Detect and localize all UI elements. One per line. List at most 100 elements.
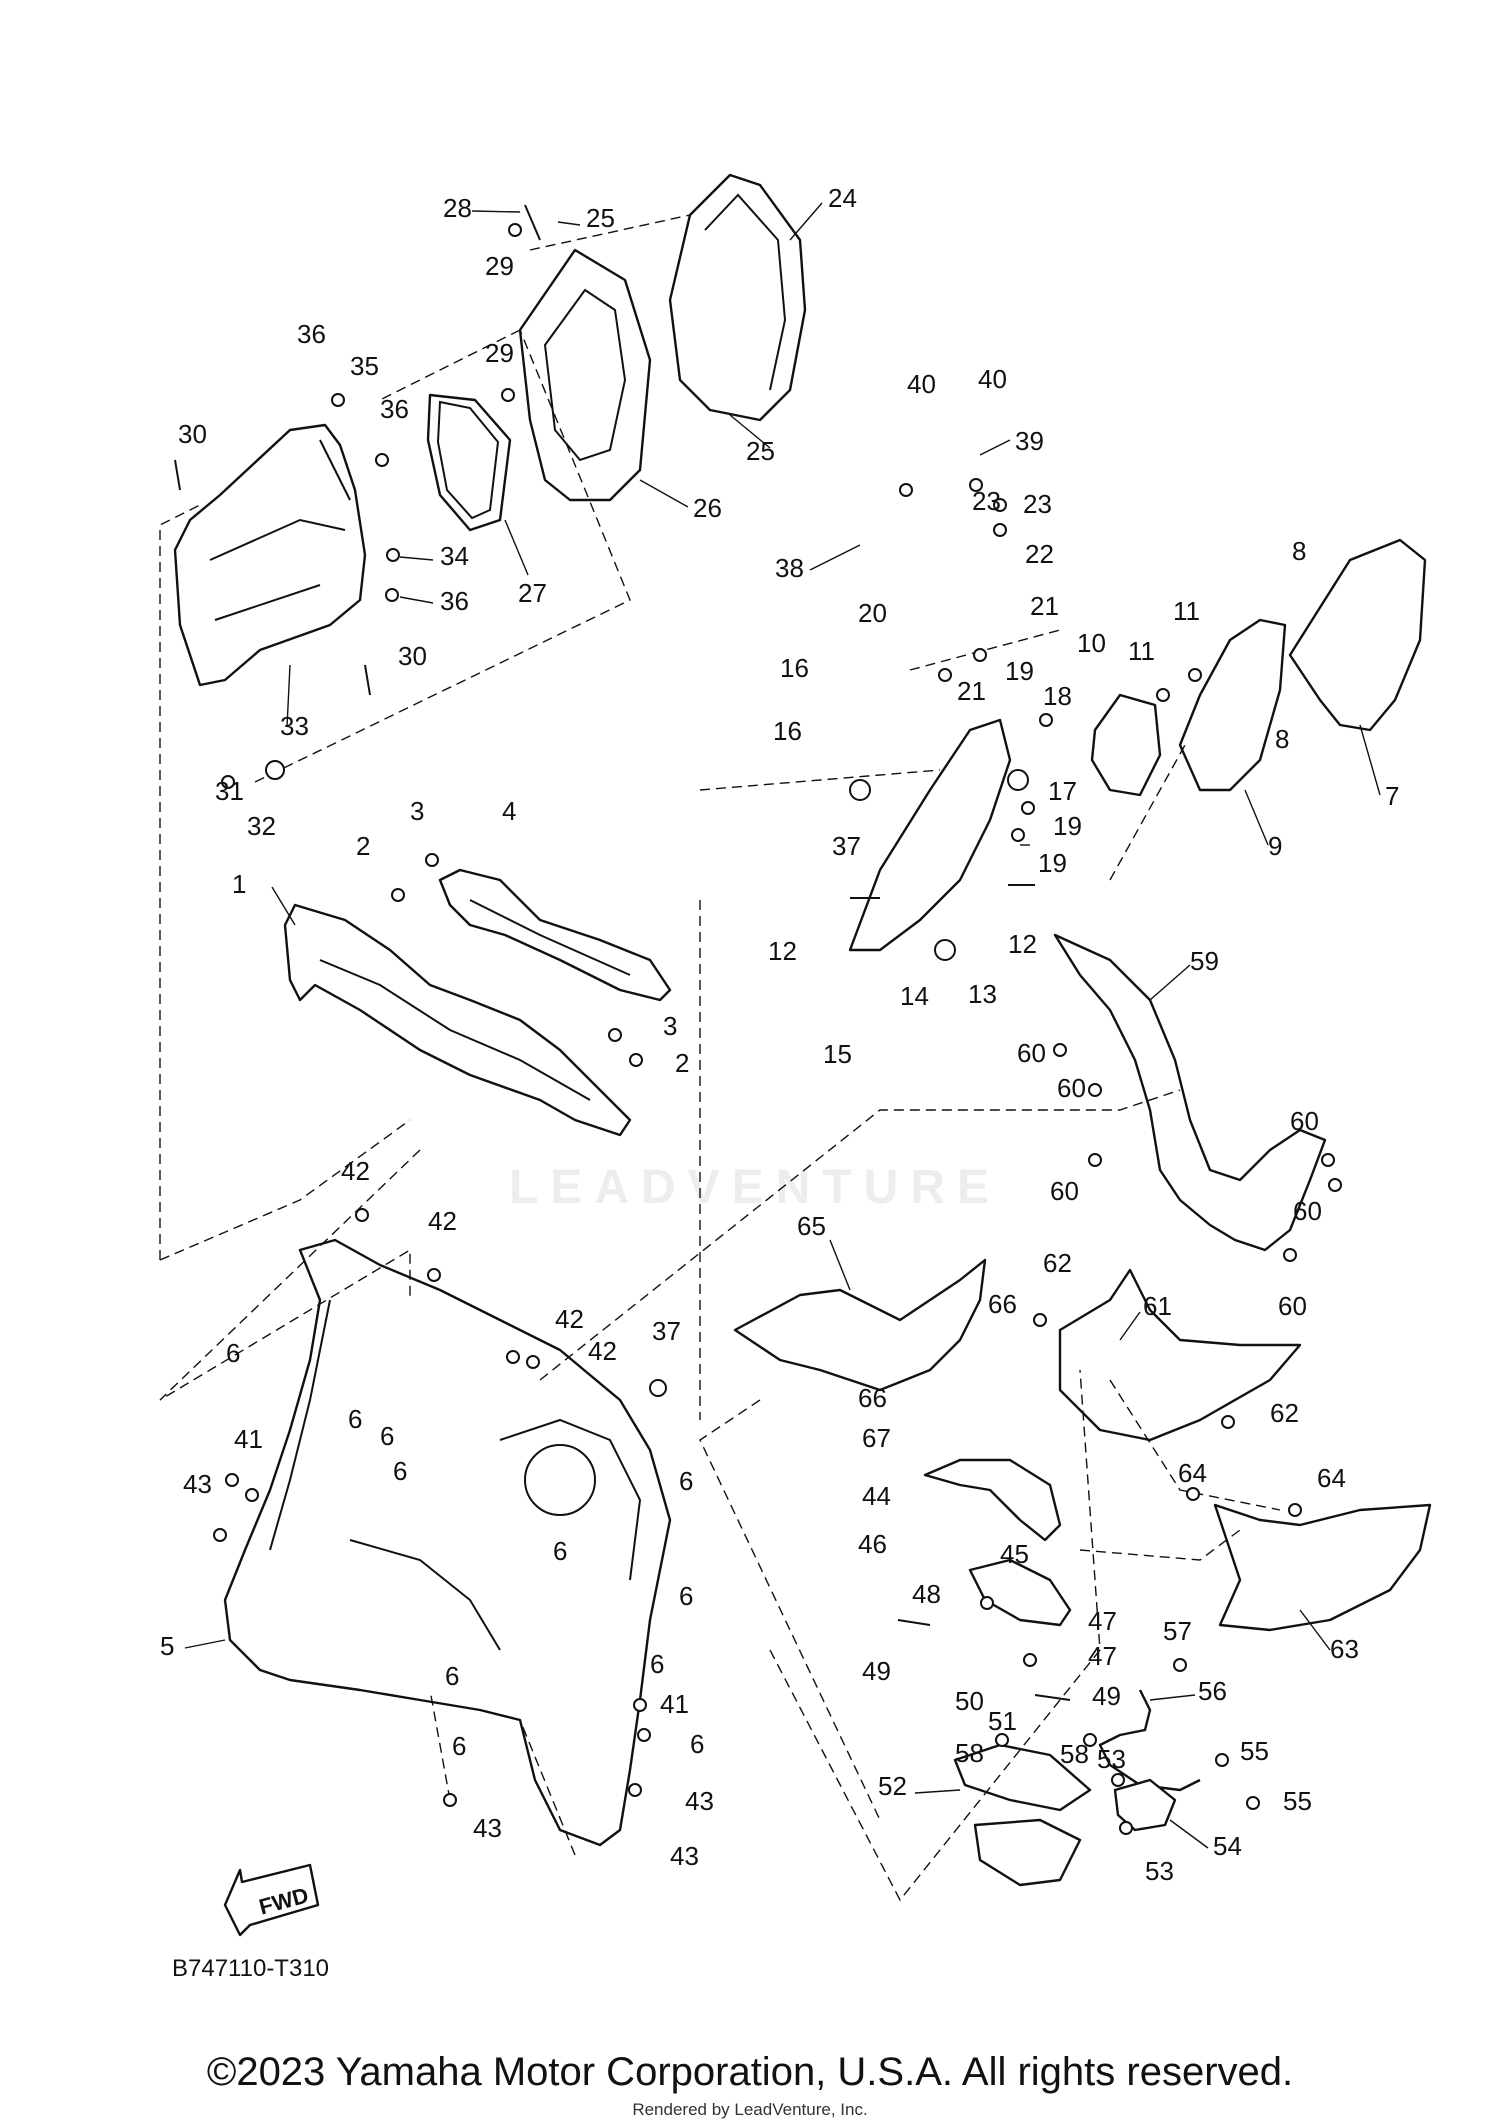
callout-51: 51 <box>988 1706 1017 1736</box>
callout-32: 32 <box>247 811 276 841</box>
callout-42b: 42 <box>428 1206 457 1236</box>
callout-24: 24 <box>828 183 857 213</box>
callout-4: 4 <box>502 796 516 826</box>
callout-6i: 6 <box>452 1731 466 1761</box>
callout-20: 20 <box>858 598 887 628</box>
callout-66a: 66 <box>988 1289 1017 1319</box>
callout-65: 65 <box>797 1211 826 1241</box>
leadventure-watermark: LEADVENTURE <box>508 1161 1002 1214</box>
callout-55b: 55 <box>1283 1786 1312 1816</box>
callout-22: 22 <box>1025 539 1054 569</box>
callout-21a: 21 <box>1030 591 1059 621</box>
callout-12a: 12 <box>768 936 797 966</box>
callout-59: 59 <box>1190 946 1219 976</box>
callout-6d: 6 <box>393 1456 407 1486</box>
callout-47b: 47 <box>1088 1641 1117 1671</box>
callout-9: 9 <box>1268 831 1282 861</box>
callout-25a: 25 <box>586 203 615 233</box>
callout-19a: 19 <box>1005 656 1034 686</box>
callout-64b: 64 <box>1317 1463 1346 1493</box>
callout-34: 34 <box>440 541 469 571</box>
callout-26: 26 <box>693 493 722 523</box>
callout-16b: 16 <box>773 716 802 746</box>
callout-2: 2 <box>356 831 370 861</box>
callout-43a: 43 <box>183 1469 212 1499</box>
callout-40b: 40 <box>978 364 1007 394</box>
cover-part-9 <box>1178 618 1287 792</box>
callout-19b: 19 <box>1053 811 1082 841</box>
callout-49a: 49 <box>862 1656 891 1686</box>
callout-18: 18 <box>1043 681 1072 711</box>
callout-42a: 42 <box>341 1156 370 1186</box>
callout-47a: 47 <box>1088 1606 1117 1636</box>
bracket-part-15 <box>848 718 1012 952</box>
callout-37b: 37 <box>652 1316 681 1346</box>
callout-16a: 16 <box>780 653 809 683</box>
callout-29a: 29 <box>485 251 514 281</box>
callout-67: 67 <box>862 1423 891 1453</box>
callout-42c: 42 <box>555 1304 584 1334</box>
callout-39: 39 <box>1015 426 1044 456</box>
callout-58a: 58 <box>955 1738 984 1768</box>
callout-23a: 23 <box>972 486 1001 516</box>
callout-60b: 60 <box>1057 1073 1086 1103</box>
callout-8a: 8 <box>1292 536 1306 566</box>
callout-43b: 43 <box>473 1813 502 1843</box>
forward-arrow-icon: FWD <box>223 1863 320 1937</box>
frame-part-59 <box>1053 933 1327 1252</box>
callout-48: 48 <box>912 1579 941 1609</box>
callout-5: 5 <box>160 1631 174 1661</box>
panel-part-4 <box>438 868 672 1002</box>
callout-64a: 64 <box>1178 1458 1207 1488</box>
callout-50: 50 <box>955 1686 984 1716</box>
callout-10: 10 <box>1077 628 1106 658</box>
callout-36b: 36 <box>380 394 409 424</box>
callout-62a: 62 <box>1043 1248 1072 1278</box>
callout-61: 61 <box>1143 1291 1172 1321</box>
callout-19c: 19 <box>1038 848 1067 878</box>
bracket-part-46 <box>968 1558 1072 1627</box>
bracket-part-52 <box>953 1743 1092 1812</box>
callout-6k: 6 <box>690 1729 704 1759</box>
callout-11b: 11 <box>1128 636 1155 666</box>
callout-60d: 60 <box>1290 1106 1319 1136</box>
callout-53b: 53 <box>1145 1856 1174 1886</box>
callout-63: 63 <box>1330 1634 1359 1664</box>
callout-23b: 23 <box>1023 489 1052 519</box>
callout-43d: 43 <box>670 1841 699 1871</box>
callout-numbers: 1 2 2 3 3 4 5 6 6 6 6 6 6 6 6 6 6 6 7 8 … <box>160 183 1399 1886</box>
callout-43c: 43 <box>685 1786 714 1816</box>
callout-52: 52 <box>878 1771 907 1801</box>
callout-6h: 6 <box>445 1661 459 1691</box>
rendered-by-notice: Rendered by LeadVenture, Inc. <box>632 2100 868 2119</box>
callout-41a: 41 <box>234 1424 263 1454</box>
callout-21b: 21 <box>957 676 986 706</box>
callout-37a: 37 <box>832 831 861 861</box>
callout-56: 56 <box>1198 1676 1227 1706</box>
callout-49b: 49 <box>1092 1681 1121 1711</box>
gasket-part-27 <box>426 393 512 532</box>
callout-55a: 55 <box>1240 1736 1269 1766</box>
callout-44: 44 <box>862 1481 891 1511</box>
callout-6b: 6 <box>348 1404 362 1434</box>
rear-cover-part-33 <box>173 423 367 687</box>
callout-6f: 6 <box>679 1466 693 1496</box>
callout-60f: 60 <box>1278 1291 1307 1321</box>
panel-part-26 <box>518 248 652 502</box>
callout-30b: 30 <box>398 641 427 671</box>
callout-14: 14 <box>900 981 929 1011</box>
callout-41b: 41 <box>660 1689 689 1719</box>
diagram-ref-code: B747110-T310 <box>172 1955 329 1982</box>
cover-part-44 <box>923 1458 1062 1542</box>
callout-2b: 2 <box>675 1048 689 1078</box>
callout-42d: 42 <box>588 1336 617 1366</box>
callout-8b: 8 <box>1275 724 1289 754</box>
callout-57: 57 <box>1163 1616 1192 1646</box>
callout-45: 45 <box>1000 1539 1029 1569</box>
copyright-notice: ©2023 Yamaha Motor Corporation, U.S.A. A… <box>206 2050 1294 2094</box>
leader-lines <box>184 202 1381 1849</box>
callout-60c: 60 <box>1050 1176 1079 1206</box>
callout-62b: 62 <box>1270 1398 1299 1428</box>
callout-35: 35 <box>350 351 379 381</box>
